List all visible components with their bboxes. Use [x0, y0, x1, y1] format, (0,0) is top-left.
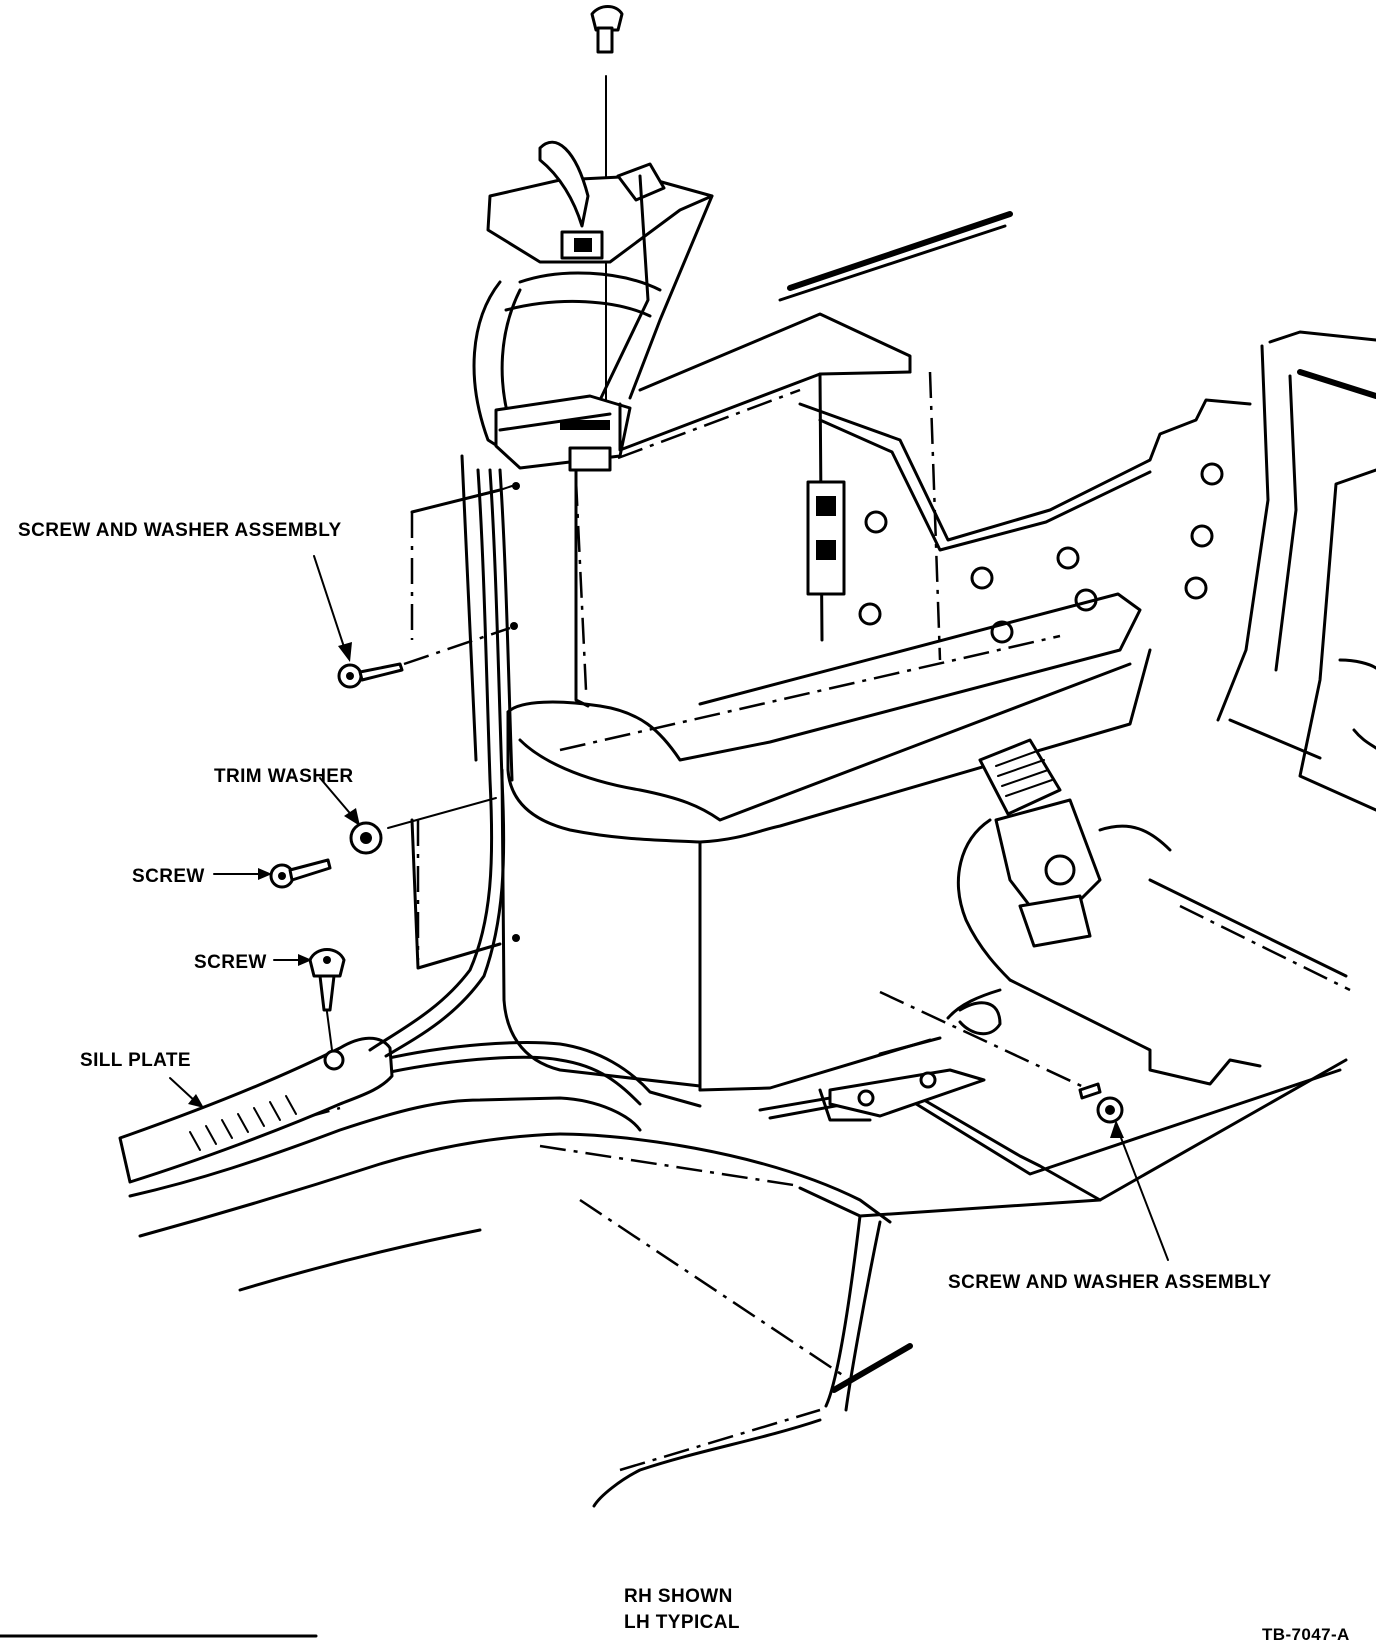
trim-washer — [319, 777, 497, 855]
belt-webbing — [368, 454, 514, 1058]
screw-washer-left — [313, 555, 511, 689]
label-rh-shown: RH SHOWN — [624, 1586, 733, 1607]
sill-plate — [118, 1036, 394, 1184]
label-screw-washer-left: SCREW AND WASHER ASSEMBLY — [18, 520, 342, 541]
label-sill-plate: SILL PLATE — [80, 1050, 191, 1071]
label-screw-mid: SCREW — [132, 866, 205, 887]
floor-bracket — [818, 990, 1091, 1122]
door-sill — [128, 1041, 913, 1508]
seat-belt-buckle — [946, 738, 1262, 1086]
label-screw-lower: SCREW — [194, 952, 267, 973]
upper-belt-bracket — [472, 140, 714, 472]
sill-plate-leader — [169, 1077, 204, 1108]
trim-panel-outline — [410, 482, 520, 970]
pillar-trim-panel — [574, 312, 942, 708]
label-trim-washer: TRIM WASHER — [214, 766, 354, 787]
screw-washer-right — [1078, 1082, 1169, 1261]
screw-mid-part — [213, 858, 332, 889]
label-screw-washer-right: SCREW AND WASHER ASSEMBLY — [948, 1272, 1272, 1293]
roof-rail — [778, 211, 1013, 302]
screw-lower-part — [273, 948, 346, 1051]
right-door-frame — [1216, 330, 1376, 812]
label-figure-id: TB-7047-A — [1262, 1625, 1350, 1640]
cab-back-panel — [798, 398, 1252, 644]
label-lh-typical: LH TYPICAL — [624, 1612, 740, 1633]
